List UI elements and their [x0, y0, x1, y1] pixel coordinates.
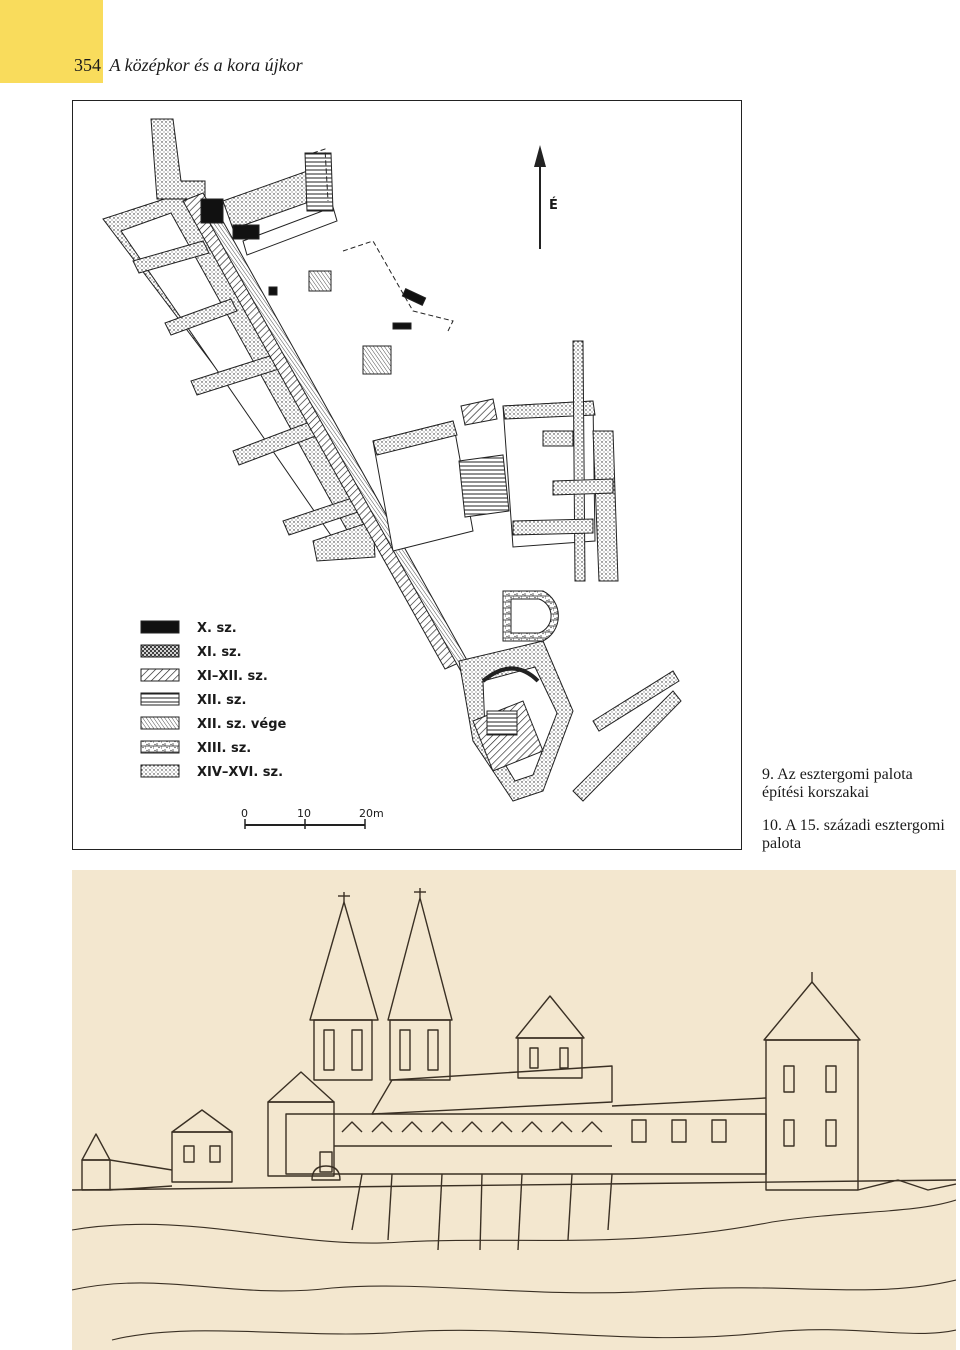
pavilion-tower: [515, 995, 585, 1079]
legend-label: XII. sz.: [197, 693, 246, 708]
running-header: 354 A középkor és a kora újkor: [74, 55, 303, 76]
legend-item: XIV–XVI. sz.: [140, 764, 283, 780]
legend-label: XIV–XVI. sz.: [197, 765, 283, 780]
legend-label: XII. sz. vége: [197, 717, 287, 732]
caption-line: palota: [762, 835, 802, 852]
cathedral-spires: [309, 888, 453, 1081]
running-title: A középkor és a kora újkor: [109, 55, 303, 75]
legend-label: XI–XII. sz.: [197, 669, 268, 684]
north-arrow: É: [534, 145, 558, 249]
legend-label: XIII. sz.: [197, 741, 251, 756]
scale-tick-label: 0: [241, 807, 248, 820]
caption-line: 10. A 15. századi esztergomi: [762, 817, 945, 834]
figure-10-caption: 10. A 15. századi esztergomi palota: [762, 817, 957, 853]
scale-tick-label: 10: [297, 807, 311, 820]
scale-tick-label: 20m: [359, 807, 384, 820]
caption-line: építési korszakai: [762, 784, 870, 801]
legend-label: X. sz.: [197, 621, 237, 636]
legend-item: XII. sz.: [140, 692, 246, 708]
north-label: É: [549, 197, 558, 213]
figure-10-palace-drawing: [72, 870, 956, 1350]
figure-9-caption: 9. Az esztergomi palota építési korszaka…: [762, 766, 957, 802]
legend-item: XI–XII. sz.: [140, 668, 268, 684]
plan-legend: X. sz. XI. sz. XI–XII. sz. XII. sz. XII.…: [140, 620, 287, 780]
caption-line: 9. Az esztergomi palota: [762, 766, 913, 783]
hillside: [72, 1199, 956, 1341]
plan-walls: [102, 118, 682, 802]
legend-item: XII. sz. vége: [140, 716, 287, 732]
figure-9-floor-plan: É X. sz. XI. sz. XI–XII. sz. XII. sz.: [72, 100, 742, 850]
floor-plan-drawing: É X. sz. XI. sz. XI–XII. sz. XII. sz.: [102, 118, 682, 829]
legend-label: XI. sz.: [197, 645, 242, 660]
legend-item: XIII. sz.: [140, 740, 251, 756]
palace-wing: [81, 1065, 767, 1191]
page-corner-tab: [0, 0, 103, 83]
curtain-wall: [72, 1173, 956, 1251]
legend-item: X. sz.: [140, 620, 237, 636]
keep-tower: [763, 972, 861, 1191]
scale-bar: 0 10 20m: [241, 807, 384, 829]
arcade: [334, 1097, 767, 1147]
page-number: 354: [74, 55, 101, 75]
legend-item: XI. sz.: [140, 644, 242, 660]
palace-illustration: [72, 888, 956, 1341]
